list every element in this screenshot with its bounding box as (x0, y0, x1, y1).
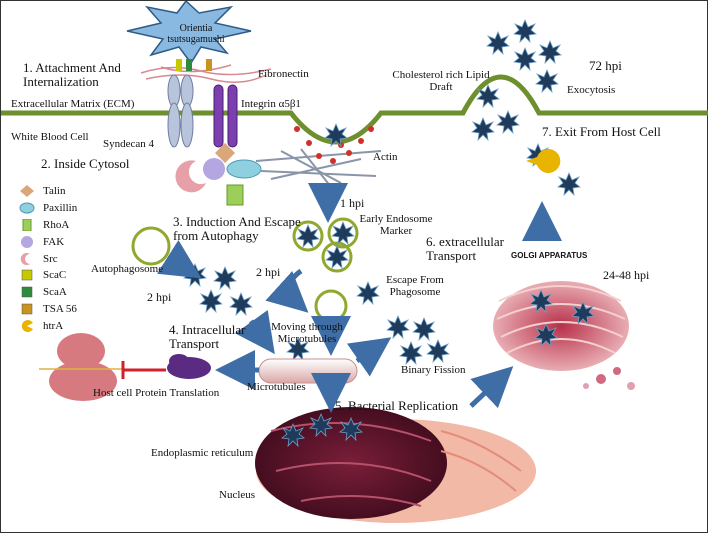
square-icon (19, 286, 35, 298)
inhibition-bar-icon (121, 361, 166, 379)
escape-phagosome-label: Escape From Phagosome (386, 274, 444, 299)
ribosome-icon (49, 333, 117, 401)
legend-label: ScaA (43, 286, 67, 299)
hpi72-label: 72 hpi (589, 58, 622, 73)
legend-label: FAK (43, 235, 65, 248)
cylinder-icon (19, 218, 35, 232)
fibronectin-label: Fibronectin (258, 68, 309, 80)
microtubule-capsule-icon (258, 358, 358, 384)
flow-arrows (156, 183, 562, 413)
step4-label: 4. Intracellular Transport (169, 322, 246, 352)
autophagosome-label: Autophagosome (91, 263, 164, 275)
exocytosis-label: Exocytosis (567, 84, 616, 96)
golgi-label: GOLGI APPARATUS (511, 251, 588, 260)
cell-membrane (1, 74, 708, 145)
hpi2448-label: 24-48 hpi (603, 268, 650, 282)
step5-label: 5. Bacterial Replication (335, 398, 459, 413)
circle-icon (19, 235, 35, 248)
step2-label: 2. Inside Cytosol (41, 156, 130, 171)
legend-item-talin: Talin (19, 183, 77, 200)
hpi2-label-b: 2 hpi (147, 290, 172, 304)
lipid-dots-icon (294, 126, 374, 164)
crescent-icon (19, 252, 35, 265)
wbc-label: White Blood Cell (11, 131, 89, 143)
legend-label: Src (43, 252, 58, 265)
legend-label: ScaC (43, 269, 67, 282)
host-protein-label: Host cell Protein Translation (93, 387, 220, 399)
syndecan-label: Syndecan 4 (103, 138, 155, 150)
microtubules-label: Microtubules (247, 381, 306, 393)
scac-receptor-icon (176, 59, 182, 71)
binary-fission-label: Binary Fission (401, 364, 466, 376)
golgi-apparatus-icon (493, 281, 635, 390)
pacman-icon (19, 319, 35, 332)
square-icon (19, 269, 35, 281)
fibronectin-fibers-icon (140, 64, 272, 83)
orientia-label: Orientia tsutsugamushi (167, 23, 225, 45)
syndecan-4-icon (167, 74, 194, 148)
cloud-icon (19, 202, 35, 214)
integrin-label: Integrin α5β1 (241, 98, 301, 110)
early-endosome-label: Early Endosome Marker (359, 213, 433, 238)
hpi1-label: 1 hpi (340, 196, 365, 210)
legend-item-src: Src (19, 250, 77, 267)
er-label: Endoplasmic reticulum (151, 447, 254, 459)
legend-item-rhoa: RhoA (19, 217, 77, 234)
moving-label: Moving through Microtubules (271, 321, 343, 346)
legend-item-fak: FAK (19, 233, 77, 250)
step3-label: 3. Induction And Escape from Autophagy (173, 214, 301, 244)
step7-label: 7. Exit From Host Cell (542, 124, 661, 139)
legend-item-paxillin: Paxillin (19, 200, 77, 217)
legend-label: htrA (43, 319, 64, 332)
legend-label: RhoA (43, 218, 70, 231)
focal-adhesion-complex-icon (175, 143, 262, 206)
legend-item-tsa-56: TSA 56 (19, 301, 77, 318)
step6-label: 6. extracellular Transport (426, 234, 504, 264)
legend-label: Paxillin (43, 202, 78, 215)
nucleus-er-icon (255, 407, 536, 523)
nucleus-label: Nucleus (219, 489, 256, 501)
lipid-raft-label: Cholesterol rich Lipid Draft (392, 69, 490, 94)
bacteria-autophagy (183, 263, 380, 316)
tsa56-receptor-icon (206, 59, 212, 71)
actin-label: Actin (373, 151, 398, 163)
legend-item-htra: htrA (19, 317, 77, 334)
integrin-icon (213, 84, 238, 148)
purple-protein-complex-icon (167, 354, 211, 379)
ecm-label: Extracellular Matrix (ECM) (11, 98, 135, 110)
diamond-icon (19, 185, 35, 198)
legend-item-scac: ScaC (19, 267, 77, 284)
step1-label: 1. Attachment And Internalization (23, 60, 121, 90)
legend-label: TSA 56 (43, 302, 77, 315)
square-icon (19, 303, 35, 315)
legend-label: Talin (43, 185, 66, 198)
bacteria-group-exocytosis (471, 19, 581, 196)
scaa-receptor-icon (186, 59, 192, 71)
hpi2-label-a: 2 hpi (256, 265, 281, 279)
htra-icon (526, 149, 561, 173)
legend-item-scaa: ScaA (19, 284, 77, 301)
